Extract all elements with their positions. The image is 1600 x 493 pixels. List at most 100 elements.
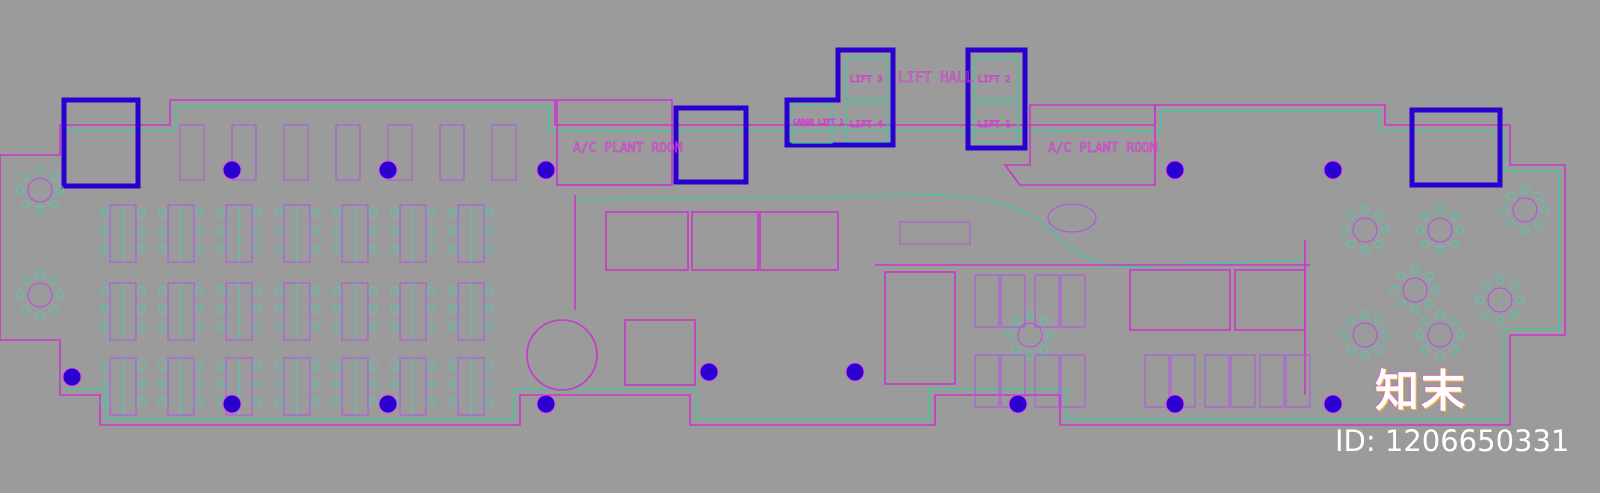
chair (1424, 299, 1434, 309)
chair (484, 361, 494, 371)
lift-4-shaft (845, 103, 889, 143)
desk-cluster (1034, 354, 1060, 408)
chair (1346, 316, 1356, 326)
lift-3-label: LIFT 3 (850, 75, 883, 85)
chair (274, 304, 284, 314)
chair (15, 185, 25, 195)
lift-hall-label: LIFT HALL (898, 70, 974, 86)
chair (194, 226, 204, 236)
chair (448, 379, 458, 389)
cargo-lift-shaft (791, 104, 833, 144)
chair (1340, 330, 1350, 340)
chair (448, 286, 458, 296)
chair (274, 361, 284, 371)
chair (368, 361, 378, 371)
chair (1374, 316, 1384, 326)
chair (1449, 211, 1459, 221)
chair (21, 171, 31, 181)
chair (158, 361, 168, 371)
structural-column (1323, 160, 1343, 180)
chair (136, 244, 146, 254)
chair (158, 226, 168, 236)
chair (274, 208, 284, 218)
desk-cluster (974, 354, 1000, 408)
chair (1509, 281, 1519, 291)
chair (35, 205, 45, 215)
chair (216, 304, 226, 314)
chair (194, 397, 204, 407)
chair (252, 304, 262, 314)
chair (1534, 219, 1544, 229)
chair (1421, 211, 1431, 221)
chair (390, 322, 400, 332)
chair (1380, 330, 1390, 340)
chair (216, 379, 226, 389)
chair (1039, 316, 1049, 326)
structural-column (378, 160, 398, 180)
chair (1005, 330, 1015, 340)
chair (194, 322, 204, 332)
desk-cluster (491, 124, 517, 181)
chair (310, 244, 320, 254)
chair (100, 379, 110, 389)
round-table (1352, 217, 1378, 243)
chair (1421, 316, 1431, 326)
chair (448, 361, 458, 371)
chair (1500, 205, 1510, 215)
structural-column (536, 394, 556, 414)
chair (1374, 211, 1384, 221)
chair (216, 226, 226, 236)
stair-core-right (1409, 107, 1503, 188)
chair (332, 286, 342, 296)
chair (310, 286, 320, 296)
chair (100, 286, 110, 296)
workstation-group (100, 124, 1311, 416)
meeting-room (605, 211, 689, 271)
desk-cluster (1259, 354, 1285, 408)
chair (1495, 315, 1505, 325)
chair (1421, 239, 1431, 249)
image-id-label: ID: 1206650331 (1335, 424, 1570, 458)
chair (426, 226, 436, 236)
chair (274, 244, 284, 254)
chair (274, 226, 284, 236)
round-table (1017, 322, 1043, 348)
chair (1495, 275, 1505, 285)
chair (158, 322, 168, 332)
chair (1011, 316, 1021, 326)
ac-plant-room-left (556, 99, 673, 186)
chair (1424, 271, 1434, 281)
chair (136, 286, 146, 296)
chair (194, 304, 204, 314)
chair (1374, 239, 1384, 249)
chair (1410, 265, 1420, 275)
chair (390, 244, 400, 254)
chair (1410, 305, 1420, 315)
chair (426, 379, 436, 389)
chair (1520, 225, 1530, 235)
chair (1455, 225, 1465, 235)
chair (310, 226, 320, 236)
round-meeting-room (526, 319, 598, 391)
chair (484, 286, 494, 296)
chair (448, 397, 458, 407)
desk-cluster (283, 124, 309, 181)
chair (158, 286, 168, 296)
desk-cluster (974, 274, 1000, 328)
chair (1346, 211, 1356, 221)
chair (21, 304, 31, 314)
chair (448, 208, 458, 218)
chair (426, 361, 436, 371)
chair (252, 322, 262, 332)
chair (1346, 239, 1356, 249)
structural-column (62, 367, 82, 387)
round-table (1402, 277, 1428, 303)
chair (426, 286, 436, 296)
chair (1011, 344, 1021, 354)
chair (49, 199, 59, 209)
structural-column (845, 362, 865, 382)
chair (1045, 330, 1055, 340)
chair (100, 397, 110, 407)
chair (15, 290, 25, 300)
chair (1430, 285, 1440, 295)
